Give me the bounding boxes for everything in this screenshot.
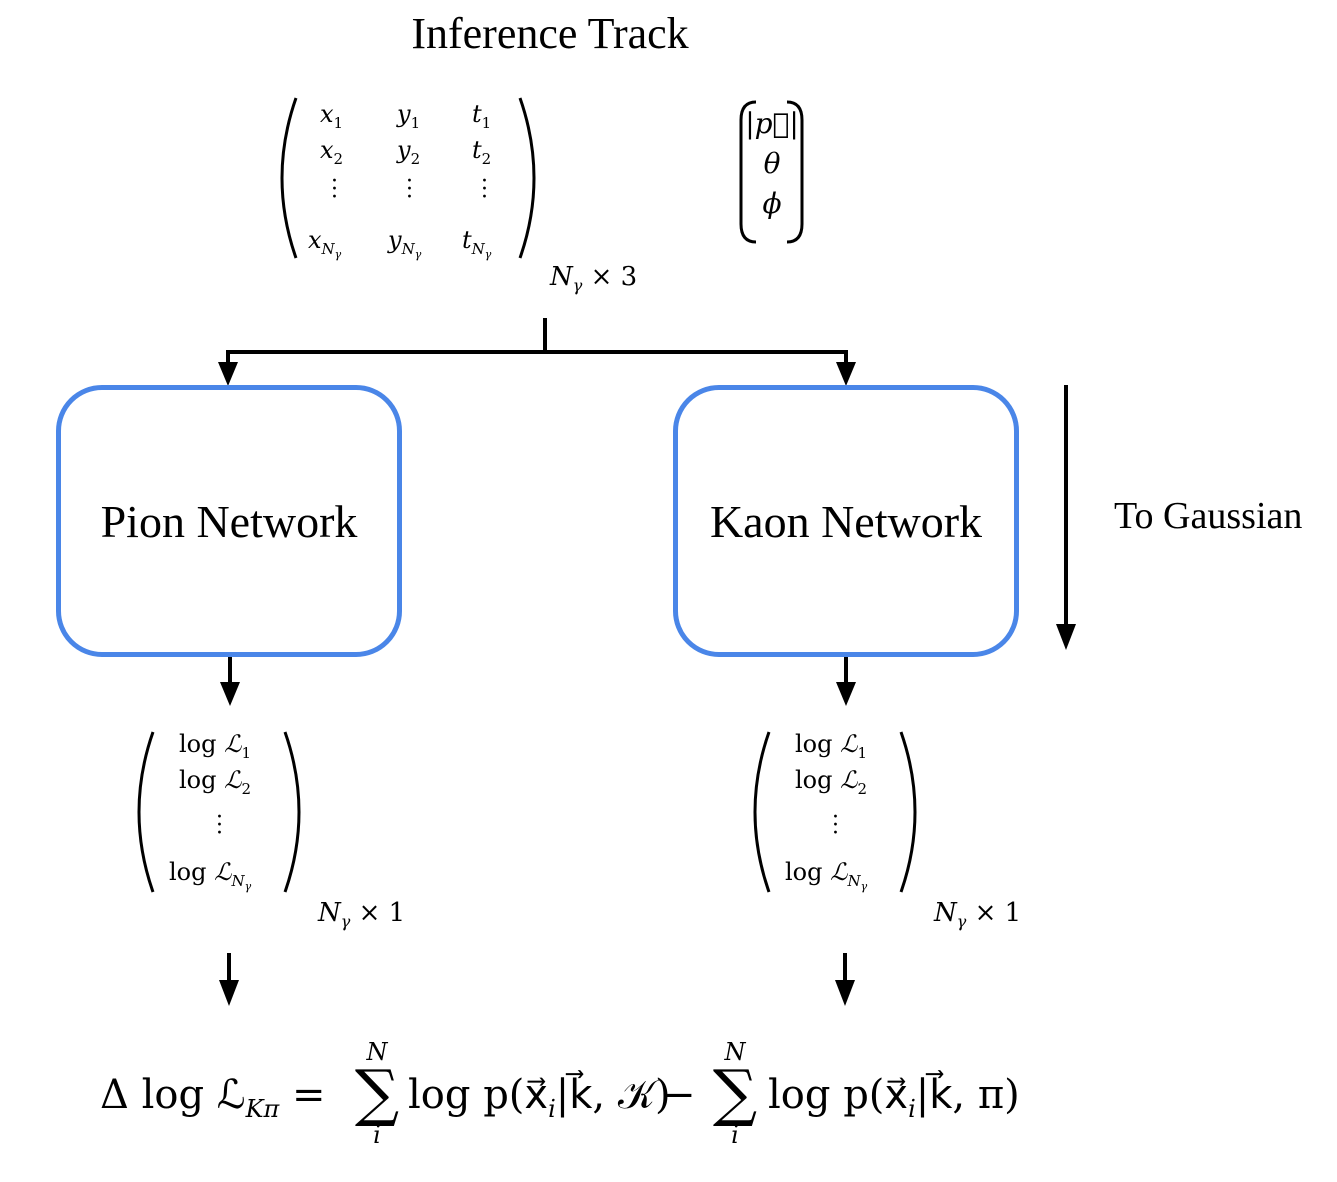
formula-minus: − (662, 1072, 696, 1118)
matrix-cell-t1: t1 (472, 100, 492, 132)
split-connector (218, 318, 856, 386)
hit-matrix-dims: Nγ × 3 (550, 262, 638, 296)
azimuthal-angle: ϕ (762, 187, 782, 220)
kaon-loglik-2: log ℒ2 (795, 766, 867, 798)
formula-term-kaon: log p(x⃗i|k⃗, 𝒦) (408, 1072, 671, 1123)
kinematics-vector: |p⃗| θ ϕ (744, 104, 800, 224)
delta-loglik-formula: Δ log ℒKπ = N ∑ i log p(x⃗i|k⃗, 𝒦) − N ∑… (100, 1030, 1060, 1170)
to-gaussian-label: To Gaussian (1114, 495, 1303, 537)
momentum-magnitude: |p⃗| (745, 107, 799, 140)
kaon-network-box: Kaon Network (673, 385, 1019, 657)
formula-term-pion: log p(x⃗i|k⃗, π) (768, 1072, 1020, 1123)
matrix-cell-y2: y2 (397, 136, 421, 168)
formula-sum-1: N ∑ i (354, 1038, 400, 1149)
arrow-to-kaon (836, 362, 856, 386)
kaon-output-dims: Nγ × 1 (934, 898, 1022, 932)
kaon-vdots: ··· (832, 805, 839, 846)
kaon-network-label: Kaon Network (709, 495, 983, 547)
kaon-loglik-1: log ℒ1 (795, 730, 867, 762)
matrix-cell-tN: tNγ (462, 226, 492, 261)
matrix-cell-x1: x1 (320, 100, 344, 132)
formula-lhs: Δ log ℒKπ (100, 1072, 280, 1123)
pion-loglik-N: log ℒNγ (169, 858, 252, 893)
pion-loglik-2: log ℒ2 (179, 766, 251, 798)
matrix-cell-xN: xNγ (308, 226, 342, 261)
matrix-vdots-col1: ··· (331, 169, 338, 210)
matrix-cell-t2: t2 (472, 136, 492, 168)
hit-matrix-brackets (280, 97, 536, 259)
formula-sum-2: N ∑ i (712, 1038, 758, 1149)
pion-output-brackets (137, 731, 301, 893)
pion-network-box: Pion Network (56, 385, 402, 657)
kaon-loglik-N: log ℒNγ (785, 858, 868, 893)
diagram-title: Inference Track (411, 9, 689, 58)
hit-matrix: x1 y1 t1 x2 y2 t2 ··· ··· ··· xNγ yNγ tN… (300, 98, 515, 261)
pion-output-arrow (220, 655, 240, 706)
pion-vdots: ··· (216, 805, 223, 846)
kaon-output-brackets (753, 731, 917, 893)
matrix-vdots-col2: ··· (406, 169, 413, 210)
kaon-formula-arrow (835, 953, 855, 1006)
kinematics-brackets (739, 100, 804, 244)
matrix-cell-x2: x2 (320, 136, 344, 168)
polar-angle: θ (763, 147, 781, 180)
pion-formula-arrow (219, 953, 239, 1006)
to-gaussian-arrow (1056, 385, 1076, 650)
kaon-output-arrow (836, 655, 856, 706)
arrow-to-pion (218, 362, 238, 386)
formula-equals: = (292, 1072, 326, 1118)
matrix-cell-y1: y1 (397, 100, 421, 132)
matrix-cell-yN: yNγ (388, 226, 422, 261)
pion-loglik-1: log ℒ1 (179, 730, 251, 762)
pion-output-dims: Nγ × 1 (318, 898, 406, 932)
pion-network-label: Pion Network (100, 495, 358, 547)
matrix-vdots-col3: ··· (481, 169, 488, 210)
